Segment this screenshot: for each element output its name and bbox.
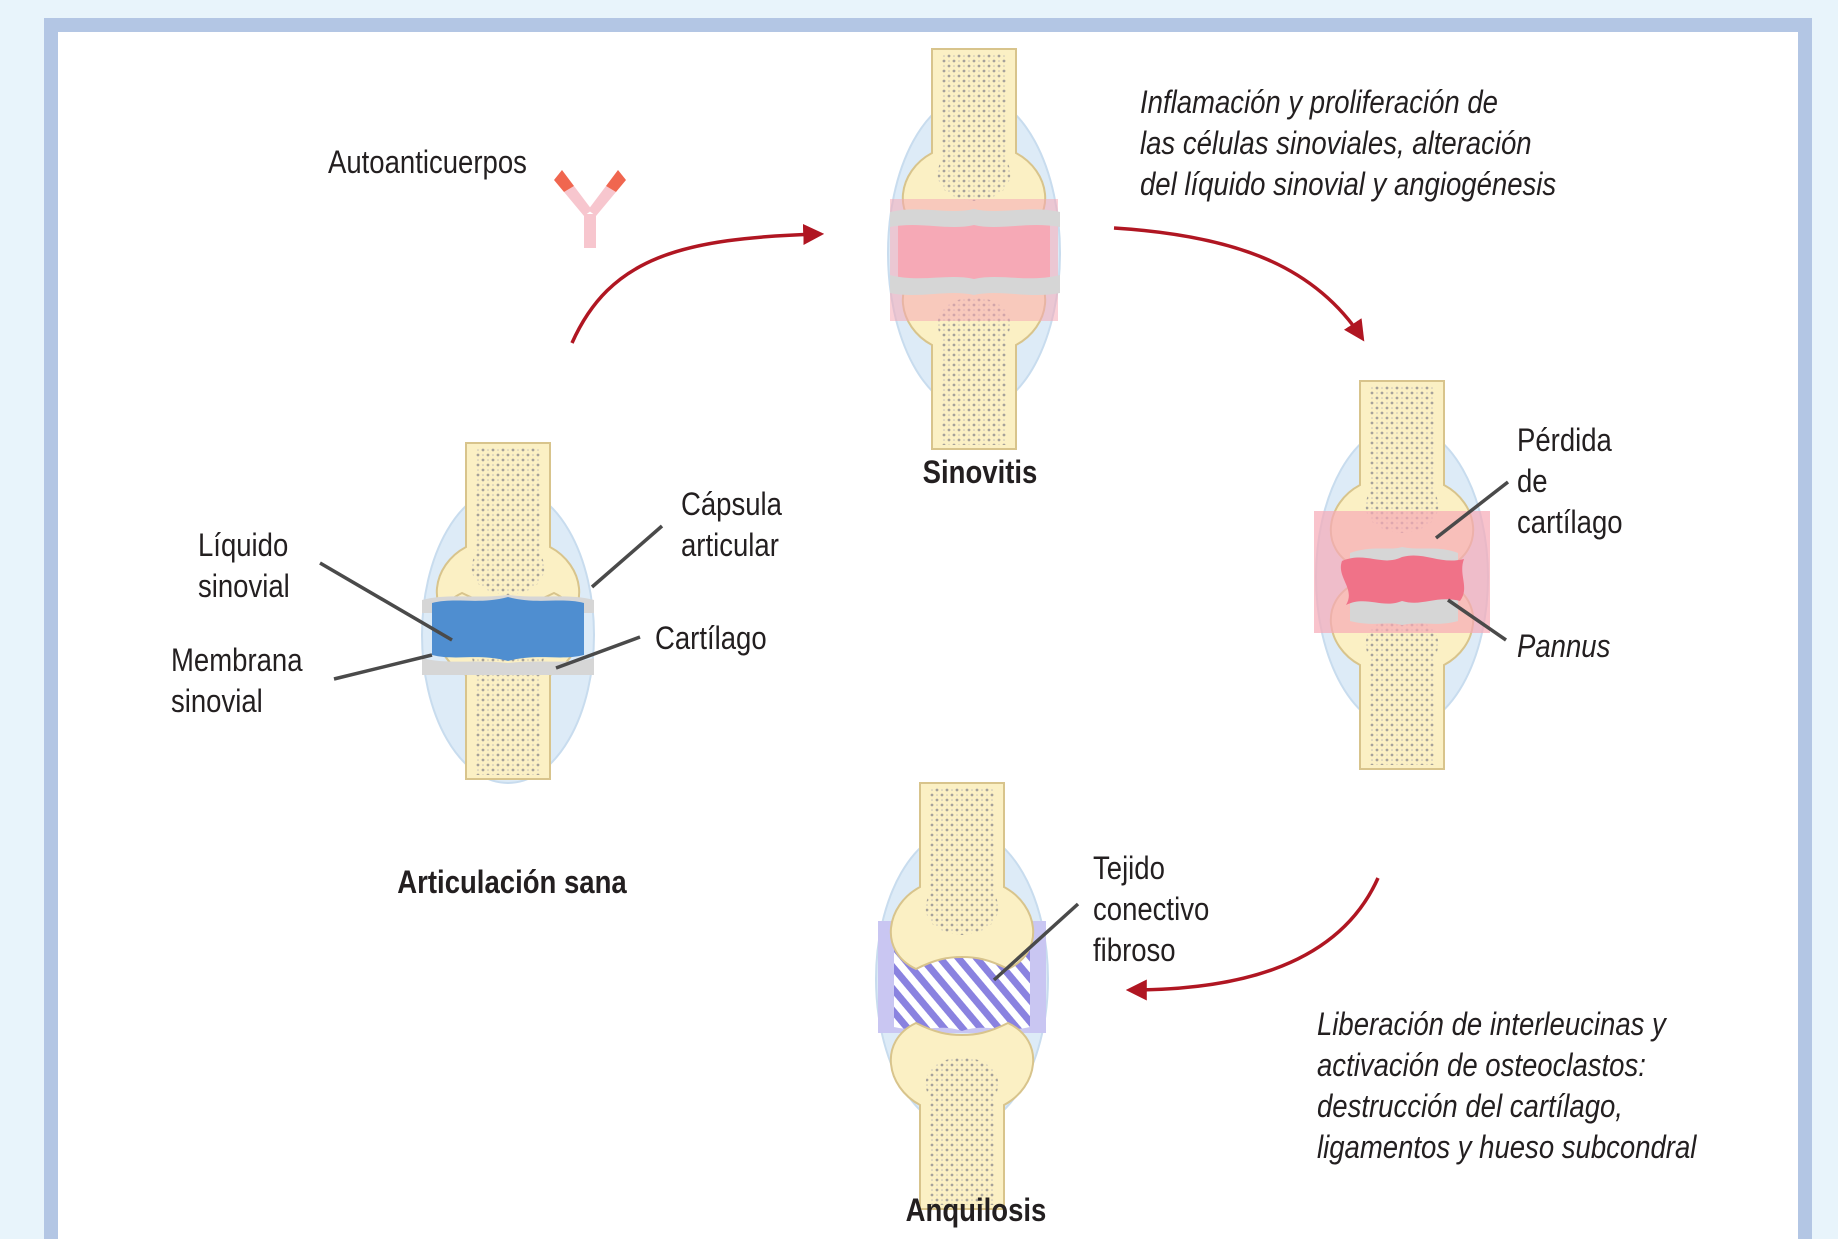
pannus-joint [1314, 381, 1490, 769]
arrow-healthy-to-synovitis [572, 234, 820, 343]
label-synovial-fluid: Líquido sinovial [198, 525, 290, 607]
arrow-synovitis-to-pannus [1114, 228, 1362, 338]
leader-synovial-membrane [334, 655, 432, 679]
label-pannus: Pannus [1517, 626, 1610, 667]
pannus-tissue [1341, 555, 1464, 605]
title-healthy: Articulación sana [392, 862, 633, 903]
label-joint-capsule: Cápsula articular [681, 484, 782, 566]
label-cartilage-loss: Pérdida de cartílago [1517, 420, 1623, 543]
transition-text-osteoclasts: Liberación de interleucinas y activación… [1317, 1004, 1696, 1168]
synovitis-joint [888, 49, 1060, 449]
antibody-label: Autoanticuerpos [328, 142, 527, 183]
ankylosis-joint [876, 783, 1048, 1209]
label-fibrous-tissue: Tejido conectivo fibroso [1093, 848, 1209, 971]
healthy-joint [422, 443, 594, 783]
antibody-icon [554, 170, 626, 248]
leader-joint-capsule [592, 526, 662, 587]
title-ankylosis: Anquilosis [890, 1190, 1062, 1231]
transition-text-inflammation: Inflamación y proliferación de las célul… [1140, 82, 1556, 205]
synovial-fluid [432, 597, 584, 661]
label-synovial-membrane: Membrana sinovial [171, 640, 303, 722]
title-synovitis: Sinovitis [894, 452, 1066, 493]
label-cartilage: Cartílago [655, 618, 767, 659]
